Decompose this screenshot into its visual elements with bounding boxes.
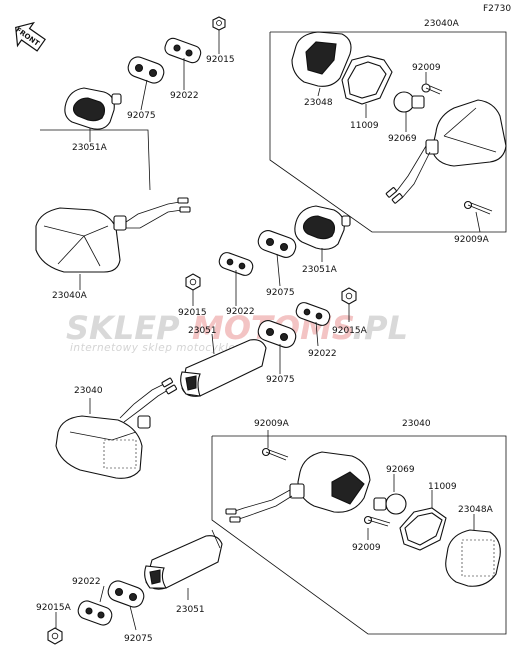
label-23051-mid: 23051 xyxy=(188,326,217,336)
grommet-92075-bot xyxy=(107,580,145,608)
spacer-23051A-top xyxy=(64,87,122,130)
label-92009-top: 92009 xyxy=(412,63,441,73)
label-23051A-mid: 23051A xyxy=(302,265,338,275)
gasket-11009-low xyxy=(399,507,447,551)
housing-23040-right xyxy=(225,451,371,523)
label-23040-box: 23040 xyxy=(402,419,431,429)
label-23048A: 23048A xyxy=(458,505,494,515)
box-23040A-outline xyxy=(269,31,507,233)
screw-92009A-low xyxy=(261,447,289,461)
label-92022-mid2: 92022 xyxy=(308,349,337,359)
label-92022-top: 92022 xyxy=(170,91,199,101)
leader-lines xyxy=(40,30,481,631)
label-92015A-mid: 92015A xyxy=(332,326,368,336)
housing-23040A-right xyxy=(385,99,507,204)
label-92015-mid: 92015 xyxy=(178,308,207,318)
label-92075-top: 92075 xyxy=(127,111,156,121)
box-23040-outline xyxy=(211,435,507,635)
label-92075-mid2: 92075 xyxy=(266,375,295,385)
nut-92015A-mid xyxy=(341,287,357,305)
nut-92015-mid xyxy=(185,273,201,291)
figure-code: F2730 xyxy=(483,4,511,14)
label-92009A-low: 92009A xyxy=(254,419,290,429)
label-23051-bot: 23051 xyxy=(176,605,205,615)
spacer-23051A-mid xyxy=(294,205,351,250)
label-92022-mid: 92022 xyxy=(226,307,255,317)
screw-92009-top xyxy=(421,83,443,95)
nut-92015A-bot xyxy=(47,627,63,645)
turn-signal-23040-left xyxy=(55,377,178,479)
grommet-92075-mid xyxy=(257,230,297,258)
grommet-92075-top xyxy=(127,56,165,84)
grommet-92075-mid2 xyxy=(257,320,297,348)
lens-23048 xyxy=(291,31,352,87)
plate-92022-mid xyxy=(218,252,254,276)
label-92069-top: 92069 xyxy=(388,134,417,144)
part-labels: 92015 92022 92075 23051A 23040A 92009 23… xyxy=(36,19,494,644)
label-92075-mid: 92075 xyxy=(266,288,295,298)
bulb-92069-top xyxy=(393,91,425,113)
label-11009-low: 11009 xyxy=(428,482,457,492)
gasket-11009-top xyxy=(341,55,393,105)
label-92009-low: 92009 xyxy=(352,543,381,553)
label-11009-top: 11009 xyxy=(350,121,379,131)
nut-92015-top xyxy=(212,16,226,31)
label-23040-left: 23040 xyxy=(74,386,103,396)
label-92075-bot: 92075 xyxy=(124,634,153,644)
label-92069-low: 92069 xyxy=(386,465,415,475)
label-23040A-left: 23040A xyxy=(52,291,88,301)
tube-23051-bot xyxy=(144,535,223,590)
watermark-text-3: .PL xyxy=(352,309,408,347)
label-23051A-top: 23051A xyxy=(72,143,108,153)
watermark-text-1: SKLEP xyxy=(66,309,180,347)
screw-92009A-right xyxy=(463,200,493,215)
watermark-tagline: internetowy sklep motocyklowy xyxy=(70,342,251,354)
screw-92009-low xyxy=(363,515,391,527)
label-92015A-bot: 92015A xyxy=(36,603,72,613)
label-23040A-box: 23040A xyxy=(424,19,460,29)
bulb-92069-low xyxy=(373,493,407,515)
lens-23048A xyxy=(445,529,501,587)
plate-92022-top xyxy=(164,37,202,64)
turn-signal-23040A-left xyxy=(35,197,191,273)
front-arrow-icon: FRONT xyxy=(14,21,46,52)
tube-23051-mid xyxy=(180,339,267,397)
label-92015-top: 92015 xyxy=(206,55,235,65)
plate-92022-mid2 xyxy=(295,302,331,326)
plate-92022-bot xyxy=(77,600,113,626)
label-92022-bot: 92022 xyxy=(72,577,101,587)
label-23048: 23048 xyxy=(304,98,333,108)
label-92009A-right: 92009A xyxy=(454,235,490,245)
